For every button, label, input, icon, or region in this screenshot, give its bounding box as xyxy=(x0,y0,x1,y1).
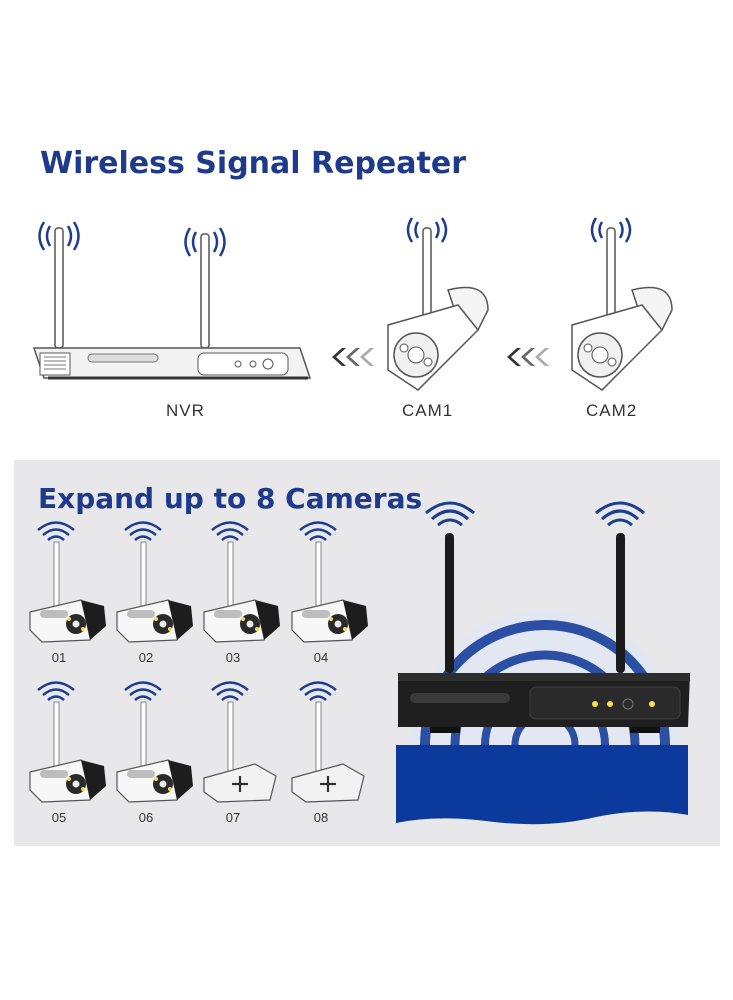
camera-item: 02 xyxy=(113,521,197,668)
wifi-signal-icon xyxy=(38,221,80,251)
arrow-chevrons-left xyxy=(507,348,549,366)
camera-number-label: 04 xyxy=(313,650,329,665)
camera-number-label: 06 xyxy=(138,810,154,825)
camera-icon xyxy=(291,521,368,643)
camera-item: 03 xyxy=(200,521,284,668)
wifi-signal-icon xyxy=(299,681,337,701)
camera-item: 01 xyxy=(26,521,110,668)
section-title-repeater: Wireless Signal Repeater xyxy=(40,146,466,181)
camera-number-label: 07 xyxy=(225,810,241,825)
camera-number-label: 01 xyxy=(51,650,67,665)
blue-banner xyxy=(396,745,688,825)
camera-item: 04 xyxy=(288,521,372,668)
add-camera-icon xyxy=(291,681,365,803)
section-title-expand: Expand up to 8 Cameras xyxy=(38,482,423,515)
camera-item: 06 xyxy=(113,681,197,828)
nvr-product-image xyxy=(398,501,690,746)
camera-number-label: 05 xyxy=(51,810,67,825)
arrow-chevrons-left xyxy=(332,348,374,366)
camera-number-label: 02 xyxy=(138,650,154,665)
wifi-signal-icon xyxy=(590,217,632,243)
add-camera-icon xyxy=(203,681,277,803)
wifi-signal-icon xyxy=(124,681,162,701)
wifi-signal-icon xyxy=(37,521,75,541)
nvr-illustration xyxy=(32,221,312,380)
wifi-signal-icon xyxy=(595,501,645,527)
camera-illustration-cam2 xyxy=(571,217,673,391)
wifi-signal-icon xyxy=(299,521,337,541)
camera-slot-empty: 08 xyxy=(288,681,372,828)
wifi-signal-icon xyxy=(37,681,75,701)
label-nvr: NVR xyxy=(166,401,205,420)
camera-icon xyxy=(29,681,106,803)
label-cam2: CAM2 xyxy=(586,401,638,420)
label-cam1: CAM1 xyxy=(402,401,454,420)
camera-icon xyxy=(116,681,193,803)
wifi-signal-icon xyxy=(211,681,249,701)
camera-icon xyxy=(116,521,193,643)
camera-icon xyxy=(29,521,106,643)
camera-item: 05 xyxy=(26,681,110,828)
wifi-signal-icon xyxy=(184,227,226,257)
wifi-signal-icon xyxy=(124,521,162,541)
wifi-signal-icon xyxy=(211,521,249,541)
wifi-signal-icon xyxy=(425,501,475,527)
camera-number-label: 03 xyxy=(225,650,241,665)
camera-icon xyxy=(203,521,280,643)
camera-illustration-cam1 xyxy=(387,217,489,391)
camera-number-label: 08 xyxy=(313,810,329,825)
wifi-signal-icon xyxy=(406,217,448,243)
camera-slot-empty: 07 xyxy=(200,681,284,828)
